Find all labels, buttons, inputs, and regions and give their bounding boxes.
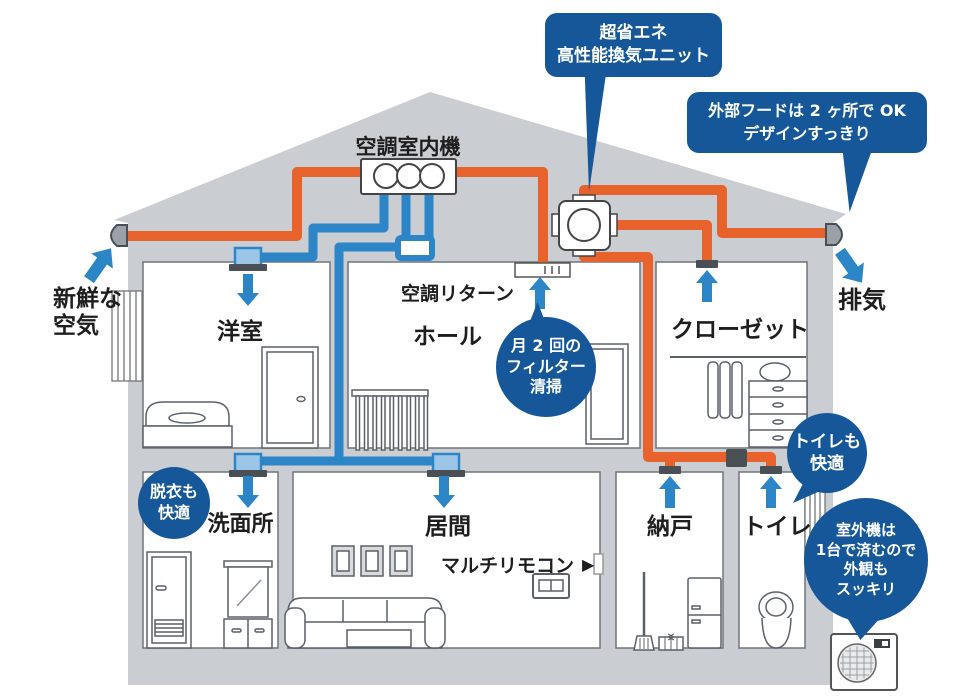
picture-frames: [331, 545, 413, 577]
diffuser-base-ima: [427, 470, 465, 477]
hall-supply-box: [395, 235, 435, 261]
exterior-hoods: [110, 223, 843, 247]
room-label-youshitsu: 洋室: [217, 319, 263, 345]
room-label-senmenjo: 洗面所: [207, 512, 274, 537]
ac-indoor-unit: [360, 158, 457, 195]
room-label-toilet: トイレ: [742, 514, 812, 540]
exhaust-hood: [825, 223, 843, 246]
fresh-air-label: 新鮮な 空気: [53, 286, 122, 340]
duct-vent-to-closet: [609, 220, 712, 264]
diffuser-ima: [431, 452, 461, 474]
diffuser-youshitsu: [233, 246, 263, 268]
diffuser-senmenjo: [233, 452, 263, 474]
diffuser-base-senmenjo: [229, 470, 267, 477]
door-youshitsu: [261, 346, 319, 449]
broom: [633, 572, 655, 651]
ac-indoor-unit-label: 空調室内機: [355, 135, 461, 159]
door-senmenjo: [146, 551, 192, 649]
cabinet-fridge: [687, 577, 722, 649]
outdoor-unit: [830, 633, 898, 691]
return-vent: [514, 262, 571, 278]
callout-toilet-comfort: トイレも 快適: [787, 413, 867, 493]
callout-outdoor-unit: 室外機は 1台で済むので 外観も スッキリ: [804, 498, 928, 622]
multi-remote-label: マルチリモコン: [441, 555, 575, 577]
vanity-cabinet: [223, 560, 273, 649]
duct-junction-box: [726, 449, 747, 467]
grille-nando: [659, 466, 681, 474]
left-louver: [111, 290, 143, 382]
exhaust-label: 排気: [838, 286, 886, 314]
callout-hoods: 外部フードは 2 ヶ所で OK デザインすっきり: [687, 92, 927, 153]
room-label-ima: 居間: [425, 514, 471, 540]
toilet-fixture: [758, 591, 794, 649]
callout-vent-unit: 超省エネ 高性能換気ユニット: [545, 13, 722, 77]
bed: [142, 401, 233, 448]
duct-fresh-air-to-ac: [120, 167, 362, 241]
multi-remote-label-row: マルチリモコン ▶: [441, 551, 594, 578]
fresh-air-hood: [110, 224, 128, 247]
callout-filter: 月 2 回の フィルター 清掃: [496, 317, 596, 417]
diffuser-base-youshitsu: [229, 264, 267, 271]
stair-railing: [351, 389, 429, 451]
sofa: [284, 597, 446, 649]
room-label-nando: 納戸: [647, 514, 693, 540]
callout-datsui: 脱衣も 快適: [138, 467, 210, 539]
room-label-hall: ホール: [413, 324, 482, 350]
exhaust-grilles: [659, 260, 782, 474]
closet-contents: [670, 356, 808, 448]
ventilation-unit: [551, 194, 618, 257]
duct-ac-return: [455, 167, 548, 266]
storage-crate: [658, 633, 684, 651]
duct-to-youshitsu: [252, 194, 389, 262]
arrow-exhaust: [829, 243, 873, 291]
diffusers: [229, 246, 465, 477]
arrow-fresh-air: [78, 240, 122, 288]
grille-toilet: [760, 466, 782, 474]
ac-return-label: 空調リターン: [401, 283, 515, 305]
wall-remote-device: [532, 553, 604, 599]
furniture: [142, 343, 898, 691]
pointer-right-icon: ▶: [582, 555, 595, 574]
duct-downfeed: [334, 194, 411, 461]
room-label-closet: クローゼット: [671, 317, 809, 343]
grille-closet: [696, 260, 718, 268]
